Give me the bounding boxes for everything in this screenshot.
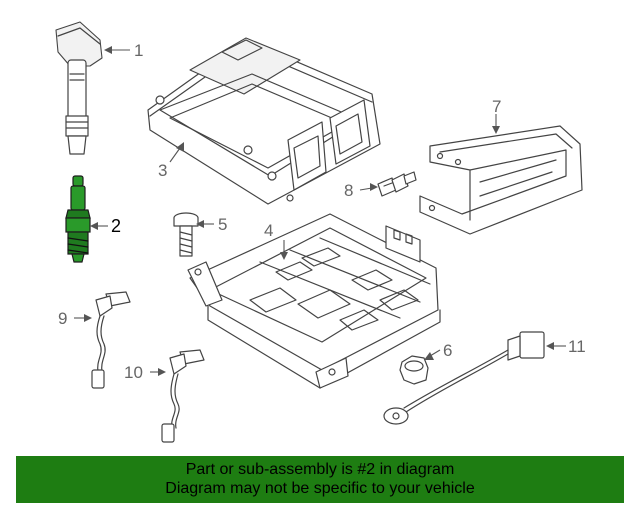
sensor-part-10[interactable] xyxy=(161,349,205,443)
spark-plug-part[interactable] xyxy=(65,175,91,263)
info-banner: Part or sub-assembly is #2 in diagram Di… xyxy=(16,456,624,503)
engine-control-module-part[interactable] xyxy=(147,37,381,205)
parts-diagram: 1 2 3 4 5 6 7 8 9 10 11 xyxy=(55,21,586,443)
callout-3: 3 xyxy=(158,161,167,180)
sensor-part-9[interactable] xyxy=(91,291,131,389)
ignition-coil-part[interactable] xyxy=(55,21,103,155)
callout-7: 7 xyxy=(492,97,501,116)
callout-1: 1 xyxy=(134,41,143,60)
callout-2: 2 xyxy=(111,216,121,236)
mounting-bracket-part[interactable] xyxy=(187,213,441,389)
callout-5: 5 xyxy=(218,215,227,234)
nut-part[interactable] xyxy=(399,355,429,385)
callout-11: 11 xyxy=(568,337,586,356)
callout-10: 10 xyxy=(124,363,143,382)
fitting-part[interactable] xyxy=(377,171,417,197)
knock-sensor-part[interactable] xyxy=(383,331,545,425)
callout-4: 4 xyxy=(264,221,273,240)
bolt-part[interactable] xyxy=(173,212,199,257)
support-bracket-part[interactable] xyxy=(419,125,583,235)
banner-line-2: Diagram may not be specific to your vehi… xyxy=(165,480,475,497)
banner-line-1: Part or sub-assembly is #2 in diagram xyxy=(185,461,455,478)
callout-9: 9 xyxy=(58,309,67,328)
callout-6: 6 xyxy=(443,341,452,360)
callout-8: 8 xyxy=(344,181,353,200)
callout-leaders xyxy=(74,46,566,376)
